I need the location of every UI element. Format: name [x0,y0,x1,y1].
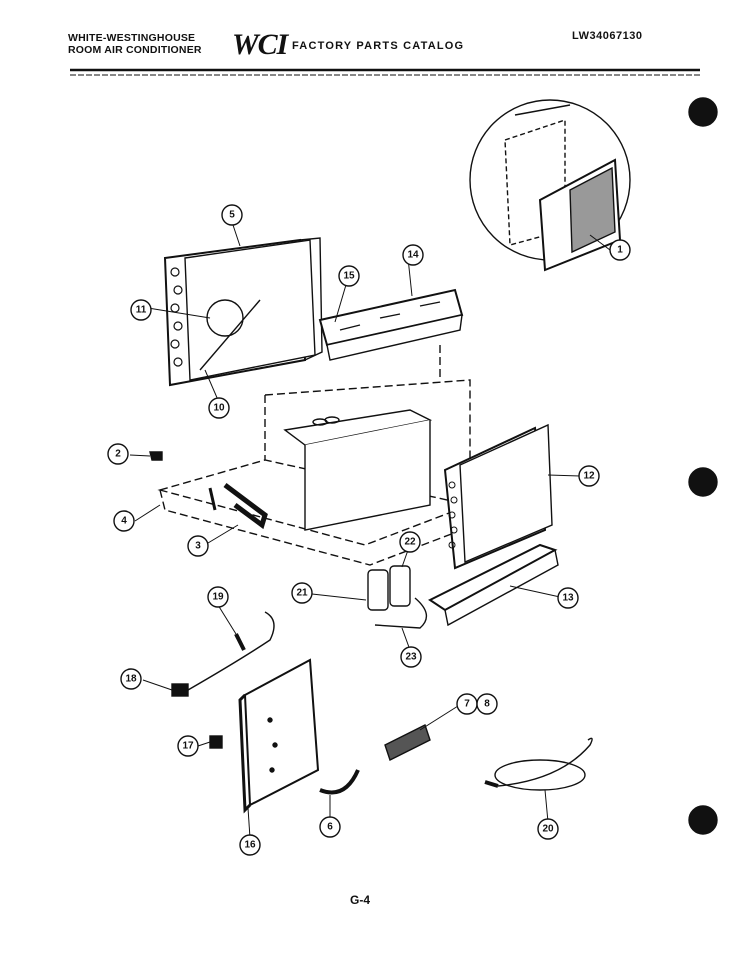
callout-circle-20 [537,818,559,840]
callout-5: 5 [229,210,235,221]
callout-7: 7 [464,699,470,710]
callout-circle-10 [208,397,230,419]
callout-circle-5 [221,204,243,226]
callout-3: 3 [195,541,201,552]
callout-2: 2 [115,449,121,460]
power-cord [484,737,593,791]
callout-23: 23 [405,652,417,663]
drain-pan [428,543,559,627]
callout-circle-13 [557,587,579,609]
callout-15: 15 [343,271,355,282]
callout-18: 18 [125,674,137,685]
brand-block: WHITE-WESTINGHOUSE ROOM AIR CONDITIONER [68,32,202,56]
callout-circle-23 [400,646,422,668]
bracket-parts [149,451,268,530]
callout-17: 17 [182,741,194,752]
callout-circle-4 [113,510,135,532]
callout-6: 6 [327,822,333,833]
evaporator-coil [163,237,323,387]
blower-box [283,409,433,531]
callout-8: 8 [484,699,490,710]
callout-13: 13 [562,593,574,604]
callout-16: 16 [244,840,256,851]
capacitors [367,565,428,629]
callout-circle-11 [130,299,152,321]
callout-circle-17 [177,735,199,757]
front-grille-detail [469,99,631,272]
callout-10: 10 [213,403,225,414]
binder-hole-bottom [688,805,718,835]
callout-4: 4 [121,516,127,527]
callout-circle-21 [291,582,313,604]
callout-circle-18 [120,668,142,690]
callout-19: 19 [212,592,224,603]
brand-line-1: WHITE-WESTINGHOUSE [68,32,196,44]
callout-circle-6 [319,816,341,838]
switch-parts [171,611,275,749]
callout-circle-16 [239,834,261,856]
condenser-coil [443,423,553,570]
wci-logo: WCI [232,28,288,61]
callout-circle-14 [402,244,424,266]
callout-circle-2 [107,443,129,465]
callout-circle-1 [609,239,631,261]
callout-circle-15 [338,265,360,287]
callout-11: 11 [136,305,147,316]
callout-circle-12 [578,465,600,487]
callout-14: 14 [407,250,419,261]
callout-circle-3 [187,535,209,557]
callout-circle-22 [399,531,421,553]
callout-circle-19 [207,586,229,608]
control-panel [238,658,320,814]
binder-hole-top [688,97,718,127]
binder-hole-middle [688,467,718,497]
callout-1: 1 [617,245,623,256]
page-label: G-4 [350,893,371,907]
callout-22: 22 [404,537,416,548]
terminal-block [384,724,431,761]
callout-21: 21 [296,588,308,599]
drain-hose [319,769,360,795]
callout-20: 20 [542,824,554,835]
callout-circle-8 [476,693,498,715]
blower-housing [318,288,464,361]
brand-line-2: ROOM AIR CONDITIONER [68,44,202,56]
callout-12: 12 [583,471,595,482]
catalog-title: FACTORY PARTS CATALOG [292,40,465,52]
catalog-code: LW34067130 [572,30,643,42]
